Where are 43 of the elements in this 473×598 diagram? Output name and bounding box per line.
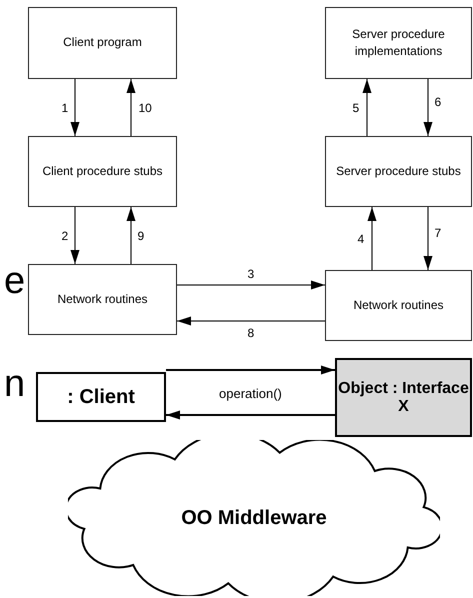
node-label: Network routines [57,290,148,308]
node-label: Server procedure implementations [351,26,446,60]
arrow [424,206,432,270]
node-label: Network routines [353,296,444,314]
edge-label: 3 [246,267,256,281]
edge-label: 8 [246,326,256,340]
arrow [166,366,335,374]
edge-label: 2 [60,228,70,242]
process-box [325,270,472,341]
text-fragment: e [4,262,26,300]
node-label: Client program [63,34,142,52]
middleware-cloud [68,440,440,596]
process-box [28,264,177,335]
process-box [325,7,472,79]
edge-label: 7 [434,226,442,240]
arrow [176,316,326,326]
node-label: OO Middleware [181,506,327,530]
arrow [70,78,80,136]
node-label: Client procedure stubs [42,162,163,180]
arrow [126,206,136,264]
edge-label: 4 [356,232,366,246]
arrow [368,206,376,270]
arrow [126,78,136,136]
process-box [28,136,177,207]
edge-label: 1 [60,100,70,114]
node-label: : Client [67,386,135,408]
process-box [28,7,177,79]
arrow [166,410,335,420]
object-box [36,372,166,422]
edge-label: 9 [136,228,146,242]
edge-label: 10 [138,100,153,114]
arrow [424,78,432,136]
edge-label: 5 [352,100,360,114]
node-label: Server procedure stubs [336,162,461,180]
arrow [176,280,326,290]
edge-label: 6 [434,94,442,108]
process-box [325,136,472,207]
edge-label: operation() [218,386,283,400]
arrow [362,78,372,136]
text-fragment: n [4,365,26,403]
node-label: Object : Interface X [337,380,470,416]
object-box [335,358,472,437]
arrow [70,206,80,264]
